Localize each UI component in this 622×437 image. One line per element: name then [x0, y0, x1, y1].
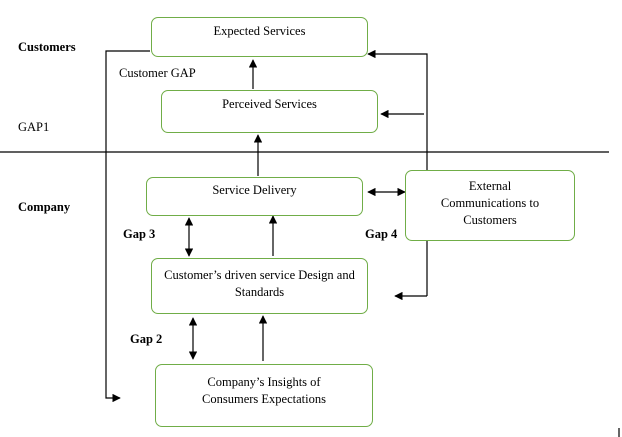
label-gap3: Gap 3 — [123, 227, 156, 241]
label-gap4: Gap 4 — [365, 227, 398, 241]
box-external-communications-text: External Communications to Customers — [440, 179, 540, 227]
label-customers: Customers — [18, 40, 76, 54]
arrow-expected-to-insights — [105, 50, 150, 403]
label-gap2: Gap 2 — [130, 332, 163, 346]
label-customer-gap: Customer GAP — [119, 66, 196, 80]
box-perceived-services: Perceived Services — [161, 90, 378, 133]
box-service-delivery: Service Delivery — [146, 177, 363, 216]
box-service-design: Customer’s driven service Design and Sta… — [151, 258, 368, 314]
box-company-insights-text: Company’s Insights of Consumers Expectat… — [202, 374, 326, 406]
label-company: Company — [18, 200, 71, 214]
box-company-insights: Company’s Insights of Consumers Expectat… — [155, 364, 373, 427]
box-external-communications: External Communications to Customers — [405, 170, 575, 241]
box-expected-services: Expected Services — [151, 17, 368, 57]
label-gap1: GAP1 — [18, 120, 50, 134]
box-service-delivery-text: Service Delivery — [212, 183, 297, 197]
box-service-design-text: Customer’s driven service Design and Sta… — [164, 268, 355, 299]
box-expected-services-text: Expected Services — [213, 23, 306, 38]
box-perceived-services-text: Perceived Services — [222, 97, 317, 111]
